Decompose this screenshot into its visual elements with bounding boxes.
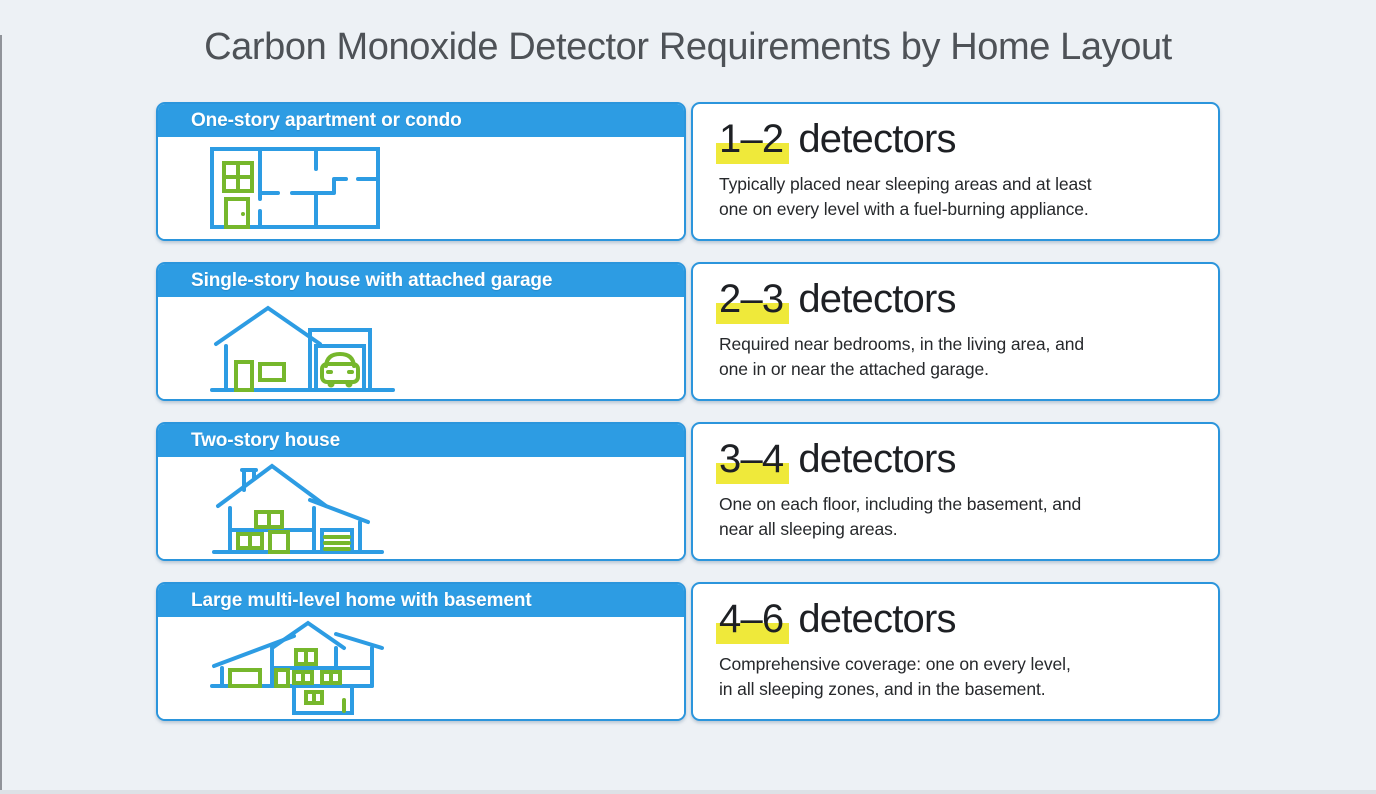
house-garage-icon [210,305,395,392]
description-line: one in or near the attached garage. [719,358,989,379]
row-body [158,617,684,719]
screen-edge-line [0,35,2,794]
row-header: One-story apartment or condo [158,104,684,137]
row-card-left: Two-story house [156,422,686,561]
count-label: detectors [798,437,956,481]
row-body [158,297,684,399]
rows-container: One-story apartment or condo [156,102,1220,721]
row-header: Large multi-level home with basement [158,584,684,617]
detector-description: Comprehensive coverage: one on every lev… [719,652,1200,702]
row-card-left: Single-story house with attached garage [156,262,686,401]
count-highlight: 3–4 [716,437,790,484]
count-highlight: 1–2 [716,117,790,164]
row-card-left: One-story apartment or condo [156,102,686,241]
description-line: in all sleeping zones, and in the baseme… [719,678,1046,699]
row-header: Two-story house [158,424,684,457]
count-label: detectors [798,597,956,641]
count-label: detectors [798,117,956,161]
infographic-row: One-story apartment or condo [156,102,1220,241]
count-highlight: 2–3 [716,277,790,324]
count-label: detectors [798,277,956,321]
two-story-house-icon [212,463,384,554]
description-line: one on every level with a fuel-burning a… [719,198,1089,219]
description-line: near all sleeping areas. [719,518,898,539]
description-line: Required near bedrooms, in the living ar… [719,334,1084,354]
infographic-row: Two-story house [156,422,1220,561]
screen-bottom-strip [0,790,1376,794]
row-body [158,457,684,559]
description-line: One on each floor, including the basemen… [719,494,1082,514]
count-highlight: 4–6 [716,597,790,644]
row-header: Single-story house with attached garage [158,264,684,297]
detector-description: One on each floor, including the basemen… [719,492,1200,542]
detector-description: Required near bedrooms, in the living ar… [719,332,1200,382]
row-card-left: Large multi-level home with basement [156,582,686,721]
infographic-row: Large multi-level home with basement [156,582,1220,721]
description-line: Typically placed near sleeping areas and… [719,174,1092,194]
description-line: Comprehensive coverage: one on every lev… [719,654,1071,674]
detector-description: Typically placed near sleeping areas and… [719,172,1200,222]
floorplan-icon [210,147,380,229]
row-body [158,137,684,239]
infographic-row: Single-story house with attached garage [156,262,1220,401]
multi-level-home-icon [210,620,384,715]
page-title: Carbon Monoxide Detector Requirements by… [204,26,1172,68]
